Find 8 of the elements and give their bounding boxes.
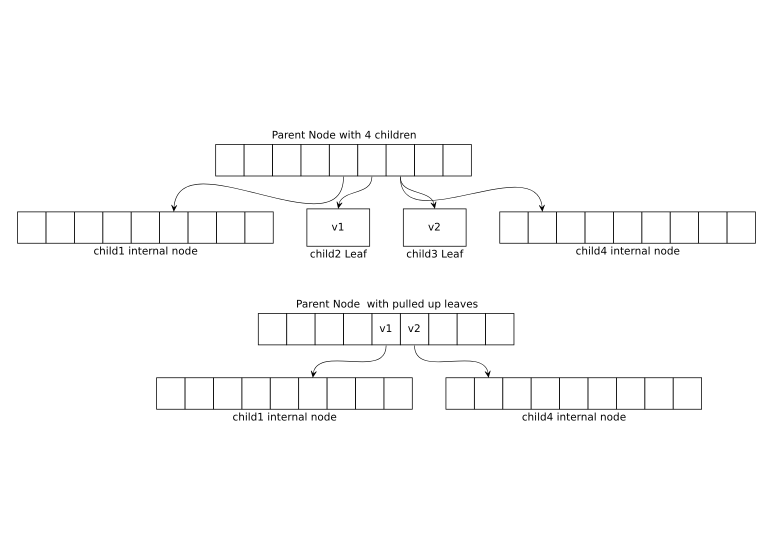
node-label: child3 Leaf xyxy=(406,248,464,261)
node-label: child4 internal node xyxy=(522,412,626,424)
node-label: child1 internal node xyxy=(232,412,337,424)
node-label: child4 internal node xyxy=(576,246,680,258)
node-label: Parent Node with pulled up leaves xyxy=(296,298,478,311)
node-label: child2 Leaf xyxy=(310,248,367,261)
node-label: Parent Node with 4 children xyxy=(272,130,417,142)
node-label: child1 internal node xyxy=(93,246,198,258)
